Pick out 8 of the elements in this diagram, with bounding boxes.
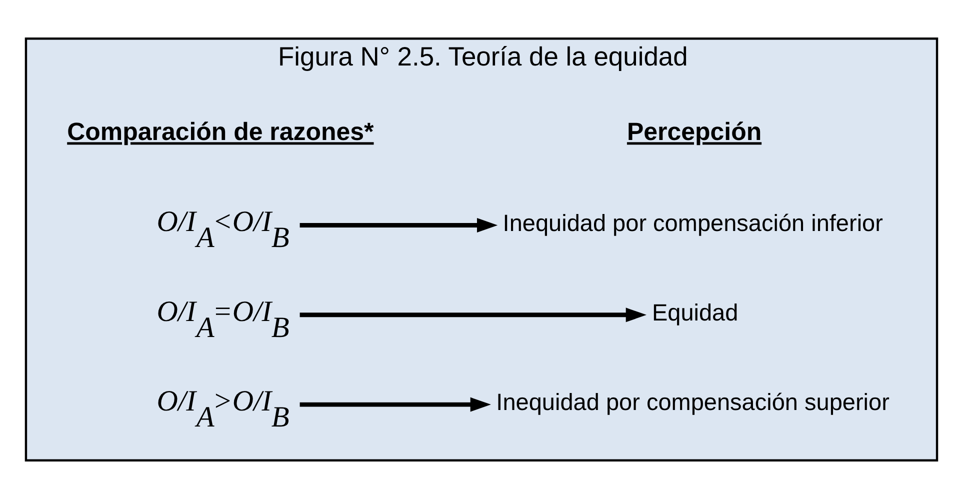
arrow: [300, 218, 498, 232]
node-text: Inequidad por compensación inferior: [502, 209, 883, 236]
arrow: [300, 307, 646, 322]
node-text: Inequidad por compensación superior: [496, 388, 890, 415]
arrow: [300, 396, 491, 412]
label: Comparación de razones*: [67, 118, 374, 146]
node-text: Equidad: [652, 298, 738, 325]
label: Percepción: [626, 118, 762, 146]
